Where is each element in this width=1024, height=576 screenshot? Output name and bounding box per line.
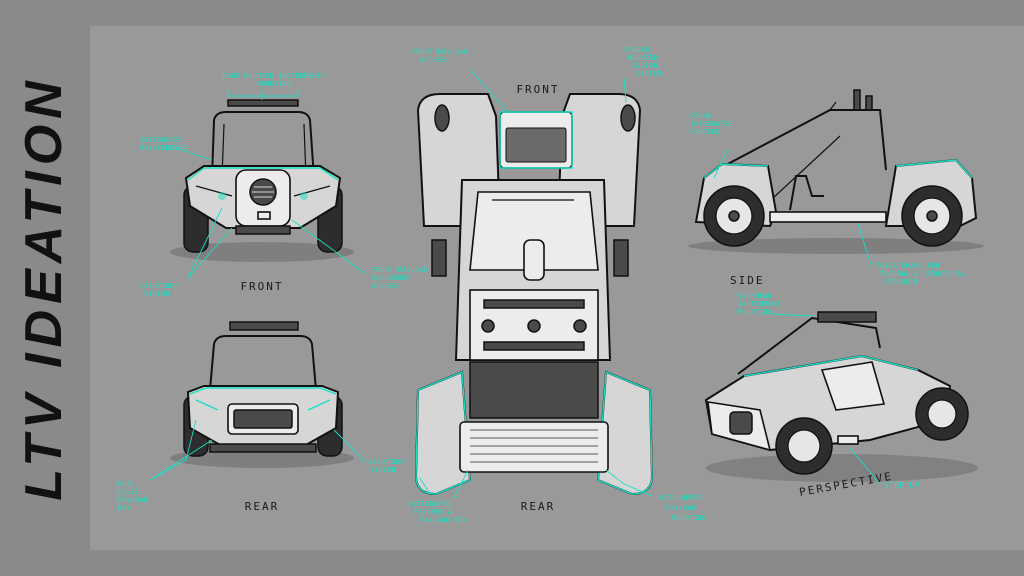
svg-text:INTEGRATED: INTEGRATED [140,136,183,144]
svg-text:MOUNTED: MOUNTED [628,54,658,62]
svg-text:ACCESS: ACCESS [372,282,398,290]
svg-text:VISION: VISION [632,62,658,70]
rear-view-label: REAR [245,500,280,513]
svg-text:THICK FRAME FOR: THICK FRAME FOR [876,262,940,270]
svg-text:BAY/FENDERS: BAY/FENDERS [140,144,187,152]
annotation-lighting-vision-rear: LIGHTING/ VISION [368,458,406,474]
annotation-overhead-instruments: OVERHEAD INSTRUMENT MOUNTING [738,292,781,316]
svg-text:SYSTEM.: SYSTEM. [636,70,666,78]
top-rear-label: REAR [521,500,556,513]
svg-text:LEVEL: LEVEL [118,488,139,496]
svg-text:THERMAL & STRUCTURAL: THERMAL & STRUCTURAL [880,270,965,278]
svg-text:ACCESS: ACCESS [420,56,446,64]
svg-text:FRAME: FRAME [690,112,711,120]
rear-view-sketch [170,321,354,468]
svg-text:STRENGTH: STRENGTH [884,278,918,286]
svg-text:INTEGRATED: INTEGRATED [408,500,451,508]
svg-text:FRONT PAYLOAD: FRONT PAYLOAD [412,48,468,56]
annotation-integrated-fenders-top: INTEGRATED FENDERS & PAYLOAD BAY [408,500,467,524]
annotation-rear-upper-payload: REAR UPPER PAYLOAD MOUNTING [660,494,706,522]
svg-text:ROOF MOUNTED INSTRUMENTS: ROOF MOUNTED INSTRUMENTS [223,72,325,80]
svg-text:INSTRUMENT: INSTRUMENT [738,300,781,308]
svg-text:PAYLOAD: PAYLOAD [666,504,696,512]
svg-text:OVERHEAD: OVERHEAD [738,292,772,300]
svg-text:PAYLOAD BAY: PAYLOAD BAY [420,516,467,524]
annotation-front-payload-enclosure: FRONT PAYLOAD ENCLOSURE ACCESS [372,266,428,290]
svg-text:MOUNTING: MOUNTING [738,308,772,316]
svg-text:LIGHTING/: LIGHTING/ [368,458,406,466]
annotation-thick-frame: THICK FRAME FOR THERMAL & STRUCTURAL STR… [876,262,965,286]
side-view-label: SIDE [730,274,765,287]
front-view-sketch [170,99,354,262]
svg-text:FRONT PAYLOAD: FRONT PAYLOAD [372,266,428,274]
annotation-front-payload-access: FRONT PAYLOAD ACCESS [412,48,468,64]
side-view-sketch [688,89,984,254]
top-view-sketch [414,93,654,496]
svg-text:FENDER: FENDER [624,46,650,54]
svg-text:PAYLOAD: PAYLOAD [118,496,148,504]
svg-text:MOUNTING: MOUNTING [257,80,291,88]
annotation-dual-level-payload: DUAL LEVEL PAYLOAD BAY [118,480,148,512]
perspective-view-sketch [704,311,978,482]
svg-text:DUAL: DUAL [118,480,135,488]
svg-text:LIGHTING/: LIGHTING/ [140,282,178,290]
annotation-roof-instruments: ROOF MOUNTED INSTRUMENTS MOUNTING [223,72,325,88]
annotation-lighting-vision: LIGHTING/ VISION [140,282,178,298]
front-view-label: FRONT [240,280,283,293]
svg-text:BAY: BAY [118,504,131,512]
svg-text:REAR UPPER: REAR UPPER [660,494,703,502]
svg-text:ENCLOSURE: ENCLOSURE [372,274,410,282]
svg-text:STEP UP: STEP UP [884,481,920,490]
svg-text:FENDERS &: FENDERS & [414,508,452,516]
svg-text:FENDERS: FENDERS [690,128,720,136]
annotation-frame-fenders: FRAME INTEGRATED FENDERS [690,112,733,136]
annotation-integrated-bays: INTEGRATED BAY/FENDERS [140,136,187,152]
svg-text:VISION: VISION [144,290,170,298]
svg-text:INTEGRATED: INTEGRATED [690,120,733,128]
annotation-fender-vision: FENDER MOUNTED VISION SYSTEM. [624,46,666,78]
svg-text:MOUNTING: MOUNTING [672,514,706,522]
annotation-step-up: STEP UP [884,481,920,490]
svg-text:VISION: VISION [370,466,396,474]
top-front-label: FRONT [516,83,559,96]
annotation-leader-lines [149,69,881,499]
